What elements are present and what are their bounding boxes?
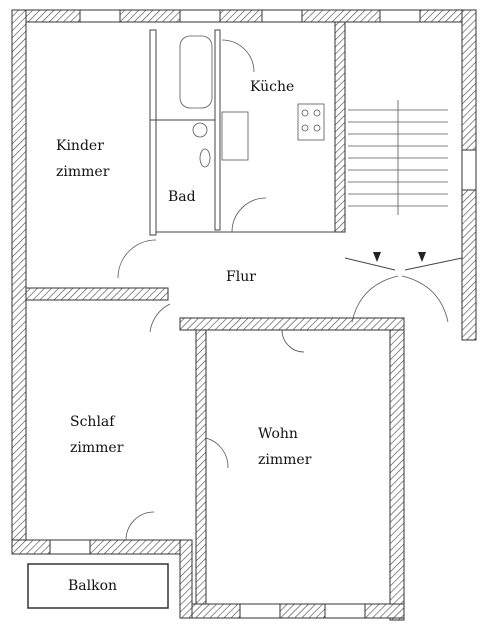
window-kinderzimmer xyxy=(79,9,121,23)
stair-landing-left xyxy=(344,257,396,271)
wall-bad-kueche xyxy=(214,29,221,231)
wall-right-lower xyxy=(389,329,405,621)
door-kinderzimmer-swing xyxy=(117,239,157,279)
label-flur: Flur xyxy=(226,269,256,285)
wall-flur-wohn xyxy=(179,317,405,331)
window-wohnzimmer-left xyxy=(239,603,281,619)
outer-walls xyxy=(11,9,477,621)
stove-burner xyxy=(313,124,321,132)
door-kueche-swing xyxy=(221,39,255,73)
window-stairwell xyxy=(379,9,421,23)
label-kinderzimmer-1: Kinder xyxy=(56,138,104,154)
label-schlafzimmer-2: zimmer xyxy=(70,440,124,456)
wall-balcony-right xyxy=(179,539,193,619)
window-wohnzimmer-right xyxy=(324,603,366,619)
stove-burner xyxy=(313,109,321,117)
window-schlafzimmer xyxy=(49,539,91,555)
wall-schlaf-wohn xyxy=(195,329,207,605)
wall-bottom xyxy=(179,603,405,619)
wall-balcony-top xyxy=(11,539,183,555)
window-bad xyxy=(179,9,221,23)
wall-kueche-stair xyxy=(334,21,346,233)
wall-kinder-bad xyxy=(149,29,157,236)
stair-landing-right xyxy=(404,257,463,271)
stove-burner xyxy=(301,109,309,117)
door-wohnzimmer-swing xyxy=(281,329,305,353)
kitchen-fixtures xyxy=(297,103,325,141)
door-balkon-swing xyxy=(125,511,155,541)
stove-burner xyxy=(301,124,309,132)
windows xyxy=(49,9,477,619)
window-stair-side xyxy=(461,149,477,191)
door-bad-swing xyxy=(231,197,267,233)
stair-steps xyxy=(348,100,448,215)
label-balkon: Balkon xyxy=(68,578,117,594)
bathtub xyxy=(179,35,213,109)
stove xyxy=(297,103,325,141)
interior-walls xyxy=(25,21,405,605)
stair-arrow-left xyxy=(373,252,381,262)
label-bad: Bad xyxy=(168,189,196,205)
entrance-door-right-swing xyxy=(401,275,449,323)
label-schlafzimmer-1: Schlaf xyxy=(70,414,116,430)
doors xyxy=(117,39,305,541)
stairwell xyxy=(344,100,463,323)
room-labels: Kinder zimmer Bad Küche Flur Schlaf zimm… xyxy=(56,79,312,594)
bathroom-fixtures xyxy=(179,35,249,168)
washbasin xyxy=(199,148,211,168)
label-wohnzimmer-1: Wohn xyxy=(258,426,298,442)
wall-kinder-schlaf xyxy=(25,287,169,301)
wall-left xyxy=(11,9,27,541)
label-kinderzimmer-2: zimmer xyxy=(56,164,110,180)
door-schlaf-wohn-swing xyxy=(205,437,229,469)
stair-arrow-right xyxy=(418,252,426,262)
door-schlafzimmer-swing xyxy=(149,303,171,333)
label-kueche: Küche xyxy=(250,79,294,95)
toilet xyxy=(192,122,208,138)
label-wohnzimmer-2: zimmer xyxy=(258,452,312,468)
window-kueche xyxy=(261,9,303,23)
bath-cabinet xyxy=(221,111,249,161)
balcony-outline xyxy=(27,563,169,609)
entrance-door-left-swing xyxy=(351,275,399,323)
